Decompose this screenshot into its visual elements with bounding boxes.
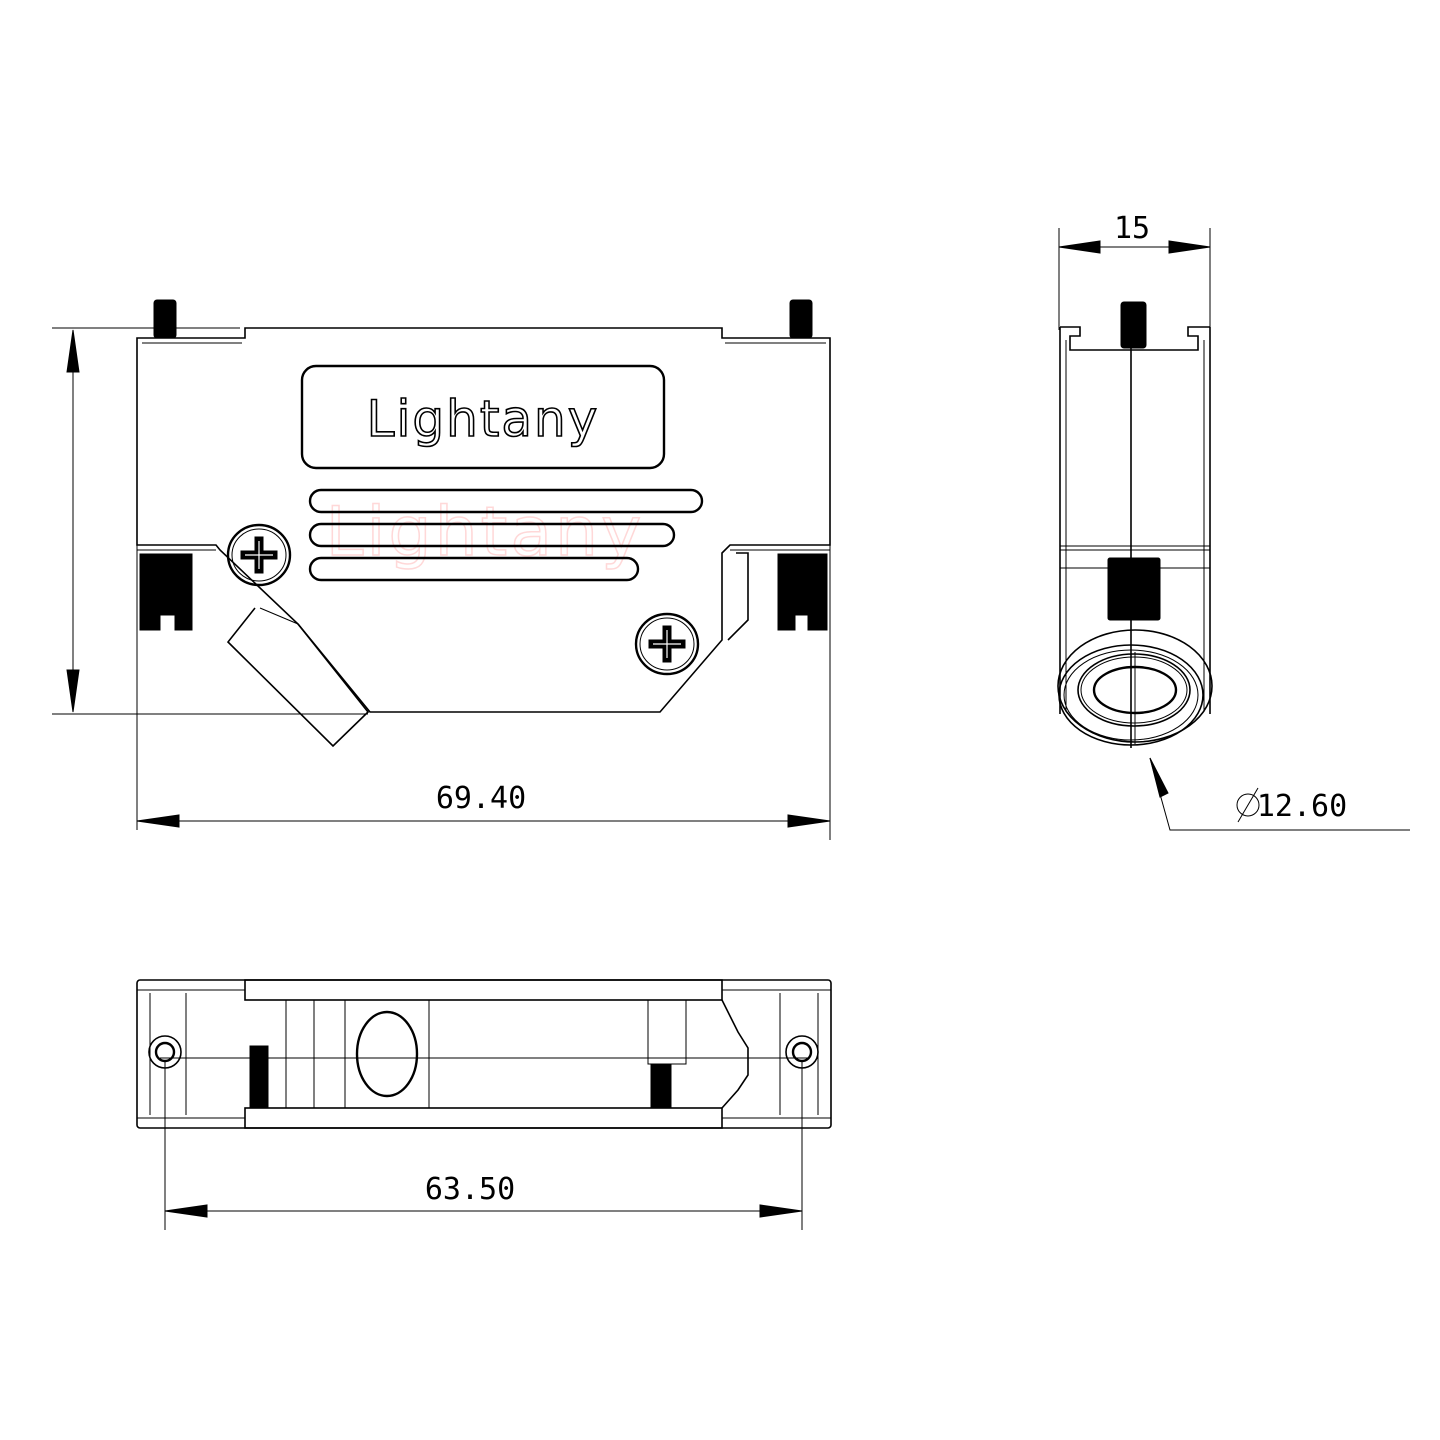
- strain-relief-clamp: [226, 607, 370, 748]
- jack-screw-bottom-left: [249, 1045, 269, 1109]
- cable-gland: [1057, 629, 1213, 746]
- vent-slot-1: [308, 488, 704, 514]
- jack-screw-side: [1120, 301, 1147, 349]
- logo-plate: [300, 364, 666, 470]
- bottom-view: 63.50: [136, 979, 832, 1230]
- svg-text:69.40: 69.40: [436, 781, 526, 816]
- cable-opening: [355, 1010, 419, 1098]
- dimension-screw-pitch: 63.50: [164, 1060, 803, 1230]
- shell-outline: [136, 327, 831, 713]
- dimension-diameter: 12.60: [1149, 757, 1410, 831]
- lock-block-left: [139, 553, 193, 631]
- vent-slot-3: [308, 556, 640, 582]
- side-view: 15 12.60: [1057, 211, 1410, 831]
- dimension-width: 69.40: [136, 781, 831, 828]
- watermark: Lightany: [326, 493, 645, 572]
- dimension-side-width: 15: [1058, 211, 1211, 330]
- jack-screw-top-left: [153, 299, 177, 339]
- phillips-screw-icon: [226, 523, 292, 587]
- vent-slot-2: [308, 522, 676, 548]
- jack-screw-top-right: [789, 299, 813, 339]
- dimension-height: 38.50: [52, 327, 368, 715]
- jack-screw-bottom-right: [650, 1063, 672, 1109]
- phillips-screw-icon: [634, 612, 700, 676]
- svg-text:15: 15: [1114, 211, 1150, 246]
- svg-text:63.50: 63.50: [425, 1172, 515, 1207]
- front-view: Lightany Lightany 3: [52, 299, 831, 840]
- lock-block-right: [777, 553, 828, 631]
- brand-logo: Lightany: [367, 390, 600, 448]
- svg-text:12.60: 12.60: [1257, 789, 1347, 824]
- lock-block-side: [1107, 557, 1161, 621]
